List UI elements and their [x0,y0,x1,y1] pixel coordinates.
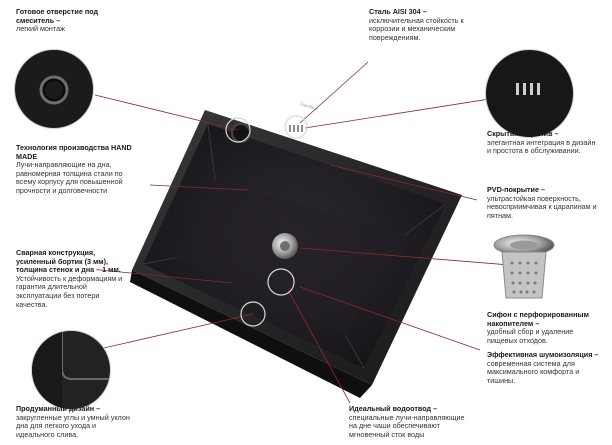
annotation-title: Эффективная шумоизоляция – [487,350,599,359]
annotation-title: Сифон с перфорированным накопителем – [487,310,589,328]
faucet-hole [231,123,251,143]
annotation-welded: Сварная конструкция, усиленный бортик (3… [16,248,128,309]
brand-mark: Gamfaux [300,101,320,112]
annotation-text: закругленные углы и умный уклон дна для … [16,412,130,439]
annotation-text: специальные лучи-направляющие на дне чаш… [349,412,465,439]
annotation-steel: Сталь AISI 304 – исключительная стойкост… [369,7,479,42]
annotation-title: Сталь AISI 304 – [369,7,427,16]
annotation-pvd: PVD-покрытие – ультрастойкая поверхность… [487,185,602,220]
annotation-text: современная система для максимального ко… [487,358,580,385]
sink-illustration [130,110,462,398]
annotation-mixer-hole: Готовое отверстие под смеситель – легкий… [16,7,116,34]
annotation-title: Технология производства HAND MADE [16,143,132,161]
annotation-text: легкий монтаж [16,24,65,34]
annotation-siphon: Сифон с перфорированным накопителем – уд… [487,310,605,345]
annotation-text: удобный сбор и удаление пищевых отходов. [487,327,574,345]
annotation-title: Сварная конструкция, усиленный бортик (3… [16,248,121,275]
connector-lines [94,61,516,404]
annotation-text: Устойчивость к деформациям и гарантия дл… [16,273,123,309]
overflow-slots [289,125,303,132]
annotation-text: элегантная интеграция в дизайн и простот… [487,137,596,156]
detail-faucet-hole-circle [14,49,94,129]
annotation-design: Продуманный дизайн – закругленные углы и… [16,404,136,439]
annotation-handmade: Технология производства HAND MADE Лучи-н… [16,143,134,196]
detail-siphon-basket [484,228,564,308]
detail-corner-circle [31,330,111,410]
annotation-overflow: Скрытый перелив – элегантная интеграция … [487,129,599,156]
annotation-title: PVD-покрытие – [487,185,545,194]
annotation-drain: Идеальный водоотвод – специальные лучи-н… [349,404,469,439]
annotation-noise: Эффективная шумоизоляция – современная с… [487,350,602,385]
detail-overflow-circle [485,49,574,138]
annotation-text: ультрастойкая поверхность, невосприимчив… [487,193,597,220]
detail-markers [225,115,308,327]
annotation-title: Идеальный водоотвод – [349,404,438,413]
annotation-title: Скрытый перелив – [487,129,559,138]
annotation-text: Лучи-направляющие на дна, равномерная то… [16,160,123,195]
sink-side-shadow [130,270,372,398]
annotation-text: исключительная стойкость к коррозии и ме… [369,15,464,42]
annotation-title: Готовое отверстие под смеситель – [16,7,99,25]
annotation-title: Продуманный дизайн – [16,404,101,413]
